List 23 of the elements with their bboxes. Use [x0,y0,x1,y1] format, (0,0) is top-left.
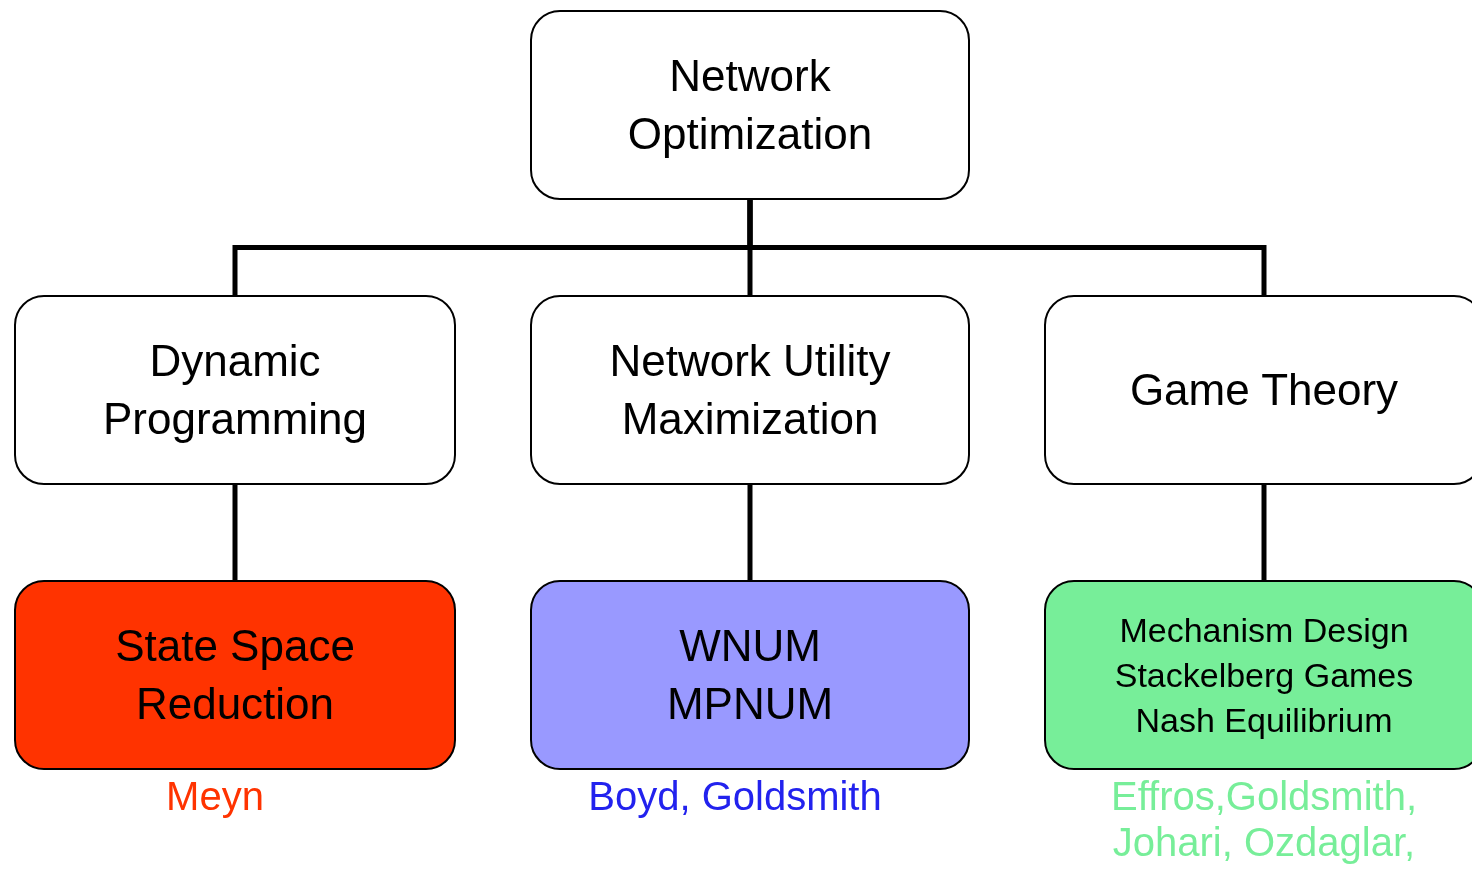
node-label: Network Optimization [626,50,874,160]
rounded-box [530,580,970,770]
node-label: Network Utility Maximization [608,335,892,445]
author-names: Effros,Goldsmith, Johari, Ozdaglar, [1109,773,1418,865]
rounded-box [530,10,970,200]
node-label: WNUM MPNUM [665,620,835,730]
node-label: Game Theory [1129,364,1399,416]
node-label: Mechanism Design [1119,609,1409,651]
rounded-box [14,295,456,485]
connector [747,200,1267,295]
node-label: Stackelberg Games [1114,654,1414,696]
node-label: State Space Reduction [114,620,356,730]
connector [1261,485,1267,580]
rounded-box [14,580,456,770]
connector [747,485,753,580]
rounded-box [1044,295,1472,485]
connector [232,485,238,580]
node-label: Nash Equilibrium [1135,699,1393,741]
rounded-box [1044,580,1472,770]
author-names: Meyn [165,773,265,819]
node-label: Dynamic Programming [101,335,369,445]
rounded-box [530,295,970,485]
author-names: Boyd, Goldsmith [587,773,883,819]
